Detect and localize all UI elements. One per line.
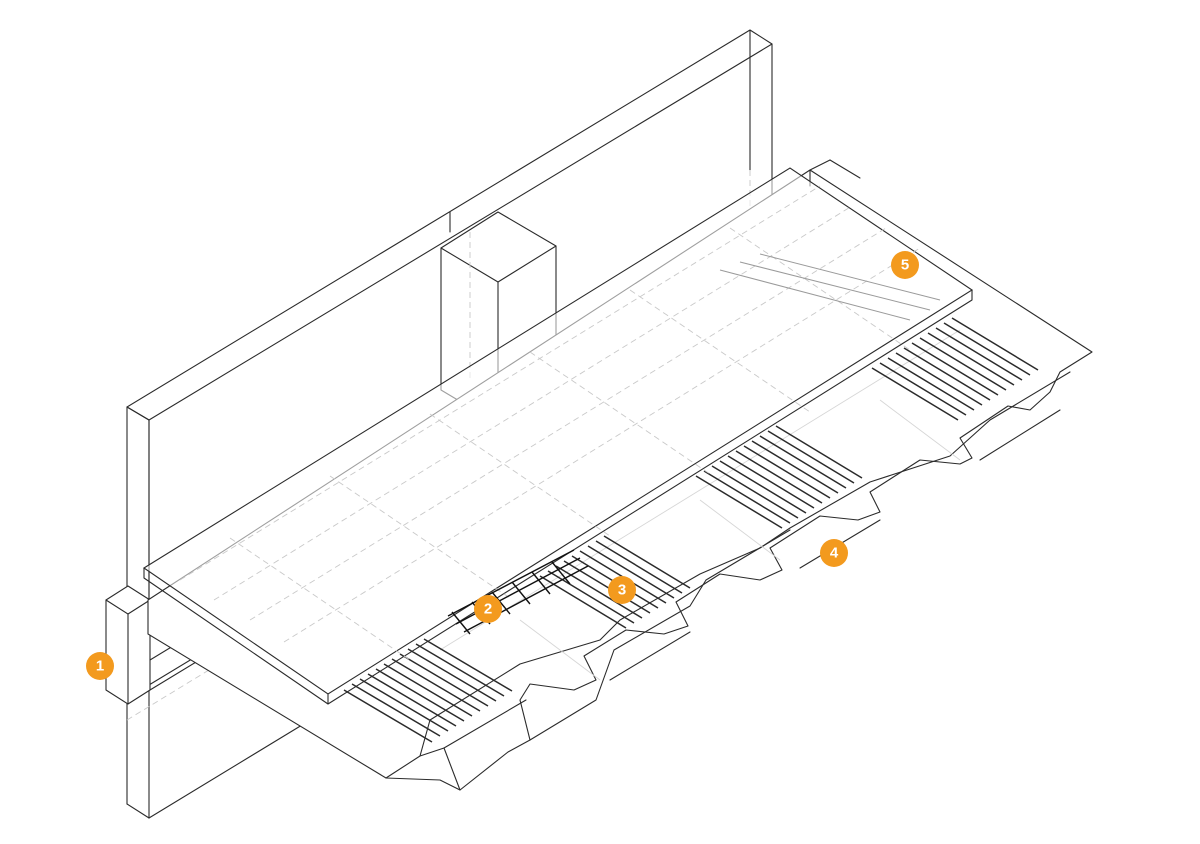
callout-4: 4	[820, 539, 848, 567]
callout-2: 2	[474, 595, 502, 623]
callout-1-label: 1	[96, 658, 104, 675]
callout-3: 3	[608, 576, 636, 604]
trough-rebar	[343, 317, 1039, 743]
callout-2-label: 2	[484, 601, 492, 618]
rebar-bundle-4	[871, 317, 1039, 421]
callout-1: 1	[86, 652, 114, 680]
callout-5: 5	[891, 251, 919, 279]
callout-4-label: 4	[830, 545, 839, 562]
rebar-bundle-3	[695, 425, 863, 529]
slab-hidden-grid	[179, 185, 941, 661]
callout-5-label: 5	[901, 257, 909, 274]
rebar-bundle-1	[343, 638, 513, 743]
topping-slab	[142, 167, 974, 705]
rebar-bundle-2	[539, 535, 691, 629]
callout-3-label: 3	[618, 582, 626, 599]
